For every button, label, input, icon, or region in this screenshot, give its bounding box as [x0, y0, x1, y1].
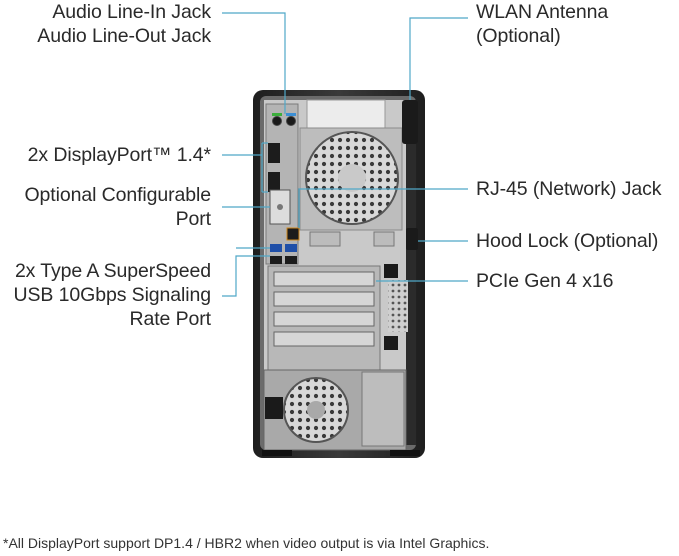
rj45-jack	[286, 227, 300, 241]
wlan-antenna-icon	[402, 100, 418, 144]
pcie-slot-4	[273, 331, 375, 347]
pcie-slot-3	[273, 311, 375, 327]
pcie-slot-1	[273, 271, 375, 287]
pcie-slots	[267, 264, 408, 371]
power-supply	[263, 369, 407, 451]
audio-line-in-label: Audio Line-In Jack	[52, 1, 211, 23]
displayport-label: 2x DisplayPort™ 1.4*	[27, 144, 211, 166]
usb-ports-label: 2x Type A SuperSpeed USB 10Gbps Signalin…	[13, 260, 212, 330]
pcie-slot-2	[273, 291, 375, 307]
displayport-1	[268, 143, 280, 163]
hood-lock-label: Hood Lock (Optional)	[476, 230, 659, 252]
optional-port-label: Optional Configurable Port	[24, 184, 211, 230]
io-column	[265, 103, 300, 265]
usb-port-3	[270, 256, 282, 264]
hood-lock-icon	[406, 228, 418, 250]
usb-port-1	[270, 244, 282, 252]
usb-port-2	[285, 244, 297, 252]
footnote: *All DisplayPort support DP1.4 / HBR2 wh…	[3, 535, 490, 551]
audio-line-in-jack	[272, 116, 282, 126]
displayport-2	[268, 172, 280, 192]
rear-fan-icon	[305, 131, 399, 225]
rj45-label: RJ-45 (Network) Jack	[476, 178, 662, 200]
power-connector	[265, 397, 283, 419]
pcie-label: PCIe Gen 4 x16	[476, 270, 614, 292]
usb-port-4	[285, 256, 297, 264]
callout-lines	[222, 12, 468, 297]
audio-line-out-jack	[286, 116, 296, 126]
audio-jacks-label: Audio Line-In Jack Audio Line-Out Jack	[37, 0, 211, 48]
audio-line-out-label: Audio Line-Out Jack	[37, 25, 211, 47]
wlan-antenna-label: WLAN Antenna (Optional)	[476, 1, 609, 47]
